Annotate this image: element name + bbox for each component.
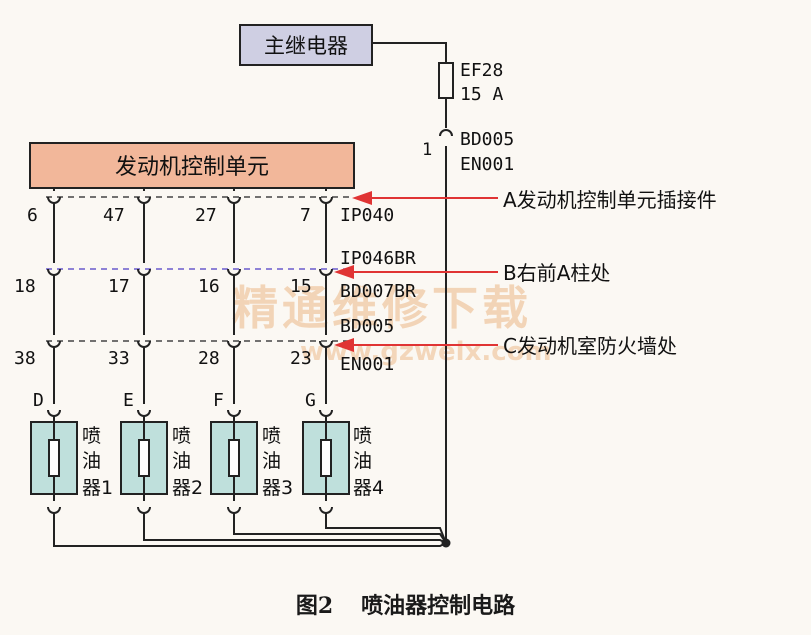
injector-3-l2: 油 [262, 450, 281, 472]
injector-coil [48, 439, 60, 477]
connector-hook [227, 409, 241, 417]
row-c-pin: 28 [198, 348, 220, 369]
injector-4-l2: 油 [353, 450, 372, 472]
injector-coil [320, 439, 332, 477]
watermark-text: 精通维修下载 [232, 281, 532, 335]
row-b-pins: 18 17 16 15 [14, 276, 312, 297]
callout-c: C发动机室防火墙处 [503, 334, 677, 358]
connector-1-pin: 1 [422, 140, 432, 160]
injector-1-l2: 油 [82, 450, 101, 472]
injector-pin-letter: D [33, 390, 44, 411]
connector-hook [319, 409, 333, 417]
ground-wire [233, 513, 447, 544]
injector-coil [228, 439, 240, 477]
injector-2-l3: 器2 [172, 477, 203, 499]
callout-b: B右前A柱处 [503, 261, 610, 285]
row-b-pin: 17 [108, 276, 130, 297]
injector-labels: 喷 油 器1 喷 油 器2 喷 油 器3 喷 油 器4 [82, 425, 384, 499]
row-a-pins: 6 47 27 7 [27, 205, 311, 226]
row-a-label: IP040 [340, 205, 394, 226]
injector-2-l1: 喷 [172, 425, 191, 447]
fuse-name: EF28 [460, 60, 503, 81]
row-c-pin: 33 [108, 348, 130, 369]
injector-coil [138, 439, 150, 477]
ground-wire [325, 513, 447, 544]
row-a-pin: 6 [27, 205, 38, 226]
connector-hook [137, 506, 151, 514]
injector-3-l3: 器3 [262, 477, 293, 499]
fuse-ef28 [438, 62, 454, 99]
injector-pin-letter: E [123, 390, 134, 411]
connector-hook [319, 196, 333, 204]
injector-pin-letter: G [305, 390, 316, 411]
row-a-pin: 47 [103, 205, 125, 226]
row-c-pins: 38 33 28 23 [14, 348, 312, 369]
ground-wire [53, 513, 447, 547]
connector-hook [47, 340, 61, 348]
row-c-label-1: BD005 [340, 316, 394, 337]
ecu-box [29, 142, 355, 189]
ground-junction [441, 538, 451, 548]
connector-hook [319, 268, 333, 276]
injector-3-l1: 喷 [262, 425, 281, 447]
row-c-label-2: EN001 [340, 354, 394, 375]
connector-hook [227, 340, 241, 348]
connector-hook [227, 196, 241, 204]
injector-1-l3: 器1 [82, 477, 113, 499]
injector-1-l1: 喷 [82, 425, 101, 447]
connector-hook [137, 268, 151, 276]
caption-title: 喷油器控制电路 [361, 594, 516, 619]
ecu-label: 发动机控制单元 [115, 155, 269, 180]
injector-pin-letter: F [213, 390, 224, 411]
row-c-pin: 38 [14, 348, 36, 369]
connector-hook [47, 506, 61, 514]
callout-a: A发动机控制单元插接件 [503, 188, 717, 212]
connector-1-line1: BD005 [460, 129, 514, 150]
injector-4-l1: 喷 [353, 425, 372, 447]
callout-arrows [334, 191, 498, 352]
connector-hook [137, 409, 151, 417]
connector-hook [227, 506, 241, 514]
connector-hook [137, 196, 151, 204]
main-relay-label: 主继电器 [264, 34, 348, 58]
row-b-label-2: BD007BR [340, 281, 416, 302]
main-relay-box [239, 24, 373, 66]
caption-number: 图2 [295, 593, 334, 619]
row-b-pin: 16 [198, 276, 220, 297]
connector-hook [47, 409, 61, 417]
connector-hook [47, 268, 61, 276]
connector-1-line2: EN001 [460, 154, 514, 175]
connector-rows [46, 196, 350, 342]
row-b-pin: 15 [290, 276, 312, 297]
injector-4-l3: 器4 [353, 477, 384, 499]
row-b-label-1: IP046BR [340, 248, 416, 269]
connector-hook [137, 340, 151, 348]
injector-2-l2: 油 [172, 450, 191, 472]
row-a-pin: 7 [300, 205, 311, 226]
watermark-url: www.gzweix.com [300, 337, 552, 367]
connector-hook [227, 268, 241, 276]
injector-pin-letters: D E F G [33, 390, 316, 411]
connector-hook [47, 196, 61, 204]
row-c-pin: 23 [290, 348, 312, 369]
fuse-rating: 15 A [460, 84, 504, 105]
row-a-pin: 27 [195, 205, 217, 226]
injector-wires [30, 188, 447, 547]
row-b-pin: 18 [14, 276, 36, 297]
figure-caption: 图2 喷油器控制电路 [0, 588, 811, 620]
connector-hook [319, 506, 333, 514]
